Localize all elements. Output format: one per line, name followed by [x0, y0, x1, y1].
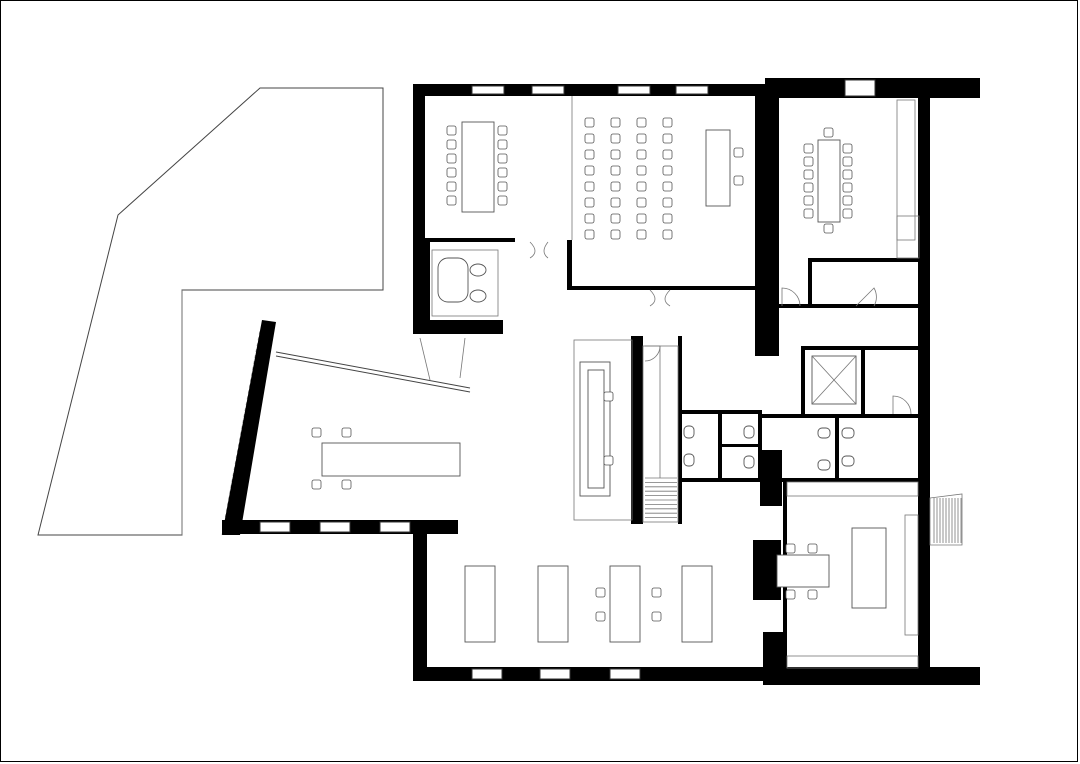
chair [497, 167, 508, 178]
chair [785, 543, 796, 554]
windows [259, 79, 876, 680]
chair [584, 117, 595, 128]
chair [662, 165, 673, 176]
chair [446, 167, 457, 178]
chair [662, 229, 673, 240]
office-desks [464, 565, 713, 643]
chair [595, 587, 606, 598]
chair [603, 455, 614, 466]
chair [636, 181, 647, 192]
chair [662, 181, 673, 192]
chair [446, 195, 457, 206]
chair [446, 125, 457, 136]
chair [636, 197, 647, 208]
chair [803, 182, 814, 193]
chair [785, 589, 796, 600]
chair [446, 181, 457, 192]
chair [610, 133, 621, 144]
chair [584, 213, 595, 224]
chair [603, 391, 614, 402]
lecture-desk [705, 129, 731, 207]
chair [584, 133, 595, 144]
chair [636, 165, 647, 176]
chair [803, 208, 814, 219]
chair [636, 229, 647, 240]
chair [842, 169, 853, 180]
chair [823, 127, 834, 138]
chair [610, 229, 621, 240]
chair [662, 213, 673, 224]
chair [497, 153, 508, 164]
chair [584, 229, 595, 240]
meeting-table [461, 121, 495, 213]
chair [807, 589, 818, 600]
chair [446, 139, 457, 150]
chair [497, 195, 508, 206]
chair [823, 223, 834, 234]
chair [341, 427, 352, 438]
chair [842, 156, 853, 167]
lounge-seating [431, 249, 499, 317]
chair [497, 125, 508, 136]
staircase [642, 345, 679, 523]
chair [446, 153, 457, 164]
toilets [683, 425, 855, 471]
boardroom-table [817, 99, 920, 259]
chair [662, 149, 673, 160]
chair [497, 181, 508, 192]
chair [610, 165, 621, 176]
chair [803, 156, 814, 167]
chair [584, 197, 595, 208]
chair [803, 143, 814, 154]
chair [497, 139, 508, 150]
chair [584, 181, 595, 192]
chair [651, 611, 662, 622]
chair [610, 181, 621, 192]
chair [610, 213, 621, 224]
chair [636, 133, 647, 144]
chair [803, 169, 814, 180]
chair [842, 195, 853, 206]
lounge-table [321, 442, 461, 477]
chair [584, 149, 595, 160]
chair [595, 611, 606, 622]
terrace-area [37, 87, 384, 536]
chair [807, 543, 818, 554]
chair [733, 147, 744, 158]
chairs [311, 117, 853, 622]
chair [662, 133, 673, 144]
chair [842, 143, 853, 154]
chair [610, 197, 621, 208]
elevator [811, 355, 857, 405]
chair [662, 117, 673, 128]
chair [842, 208, 853, 219]
doors [419, 241, 912, 415]
chair [662, 197, 673, 208]
angled-wall [222, 320, 471, 535]
chair [636, 213, 647, 224]
chair [842, 182, 853, 193]
reception-counter [573, 339, 633, 521]
chair [610, 149, 621, 160]
chair [636, 149, 647, 160]
chair [651, 587, 662, 598]
chair [341, 479, 352, 490]
chair [311, 479, 322, 490]
chair [584, 165, 595, 176]
chair [311, 427, 322, 438]
chair [733, 175, 744, 186]
exterior-stair [929, 493, 963, 546]
chair [636, 117, 647, 128]
chair [610, 117, 621, 128]
kitchen-furniture [776, 481, 919, 669]
chair [803, 195, 814, 206]
